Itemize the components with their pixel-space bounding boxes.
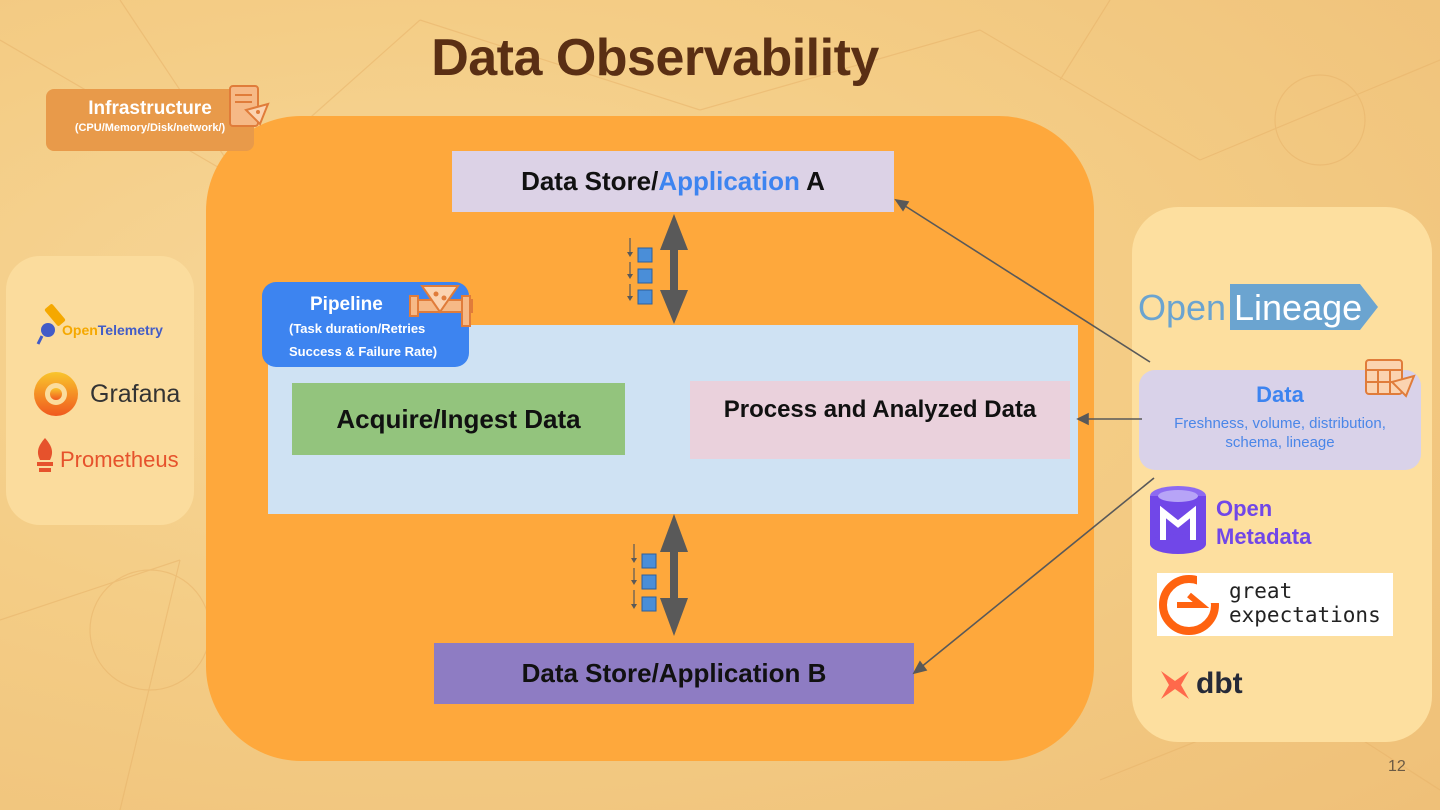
store-a-prefix: Data Store/ — [521, 166, 659, 196]
grafana-icon — [34, 372, 78, 416]
prometheus-icon — [37, 438, 53, 472]
page-number: 12 — [1388, 758, 1406, 775]
store-a-suffix: A — [799, 166, 825, 196]
openlineage-open: Open — [1138, 287, 1227, 328]
openlineage-banner — [1230, 284, 1378, 330]
openmetadata-line2: Metadata — [1216, 524, 1312, 549]
dbt-logo: dbt — [1196, 667, 1243, 700]
great-expectations-icon — [1159, 575, 1219, 635]
great-expectations-logo: great expectations — [1157, 573, 1393, 636]
data-packets-top — [627, 238, 653, 305]
page-title: Data Observability — [431, 29, 879, 87]
openlineage-lineage: Lineage — [1234, 287, 1363, 328]
openmetadata-line1: Open — [1216, 496, 1273, 521]
opentelemetry-rest: Telemetry — [97, 322, 163, 338]
table-icon — [1365, 359, 1416, 398]
data-metrics-line2: schema, lineage — [1225, 434, 1335, 451]
dbt-icon — [1161, 671, 1189, 699]
openmetadata-icon — [1150, 486, 1206, 554]
grafana-logo: Grafana — [90, 380, 181, 408]
prometheus-logo: Prometheus — [60, 447, 179, 472]
flow-arrow-bottom — [631, 514, 688, 636]
pipeline-metric-line2: Success & Failure Rate) — [289, 344, 438, 359]
pipe-icon — [409, 285, 473, 327]
great-expectations-line2: expectations — [1229, 603, 1381, 627]
opentelemetry-open: Open — [62, 322, 98, 338]
store-a-highlight: Application — [658, 166, 800, 196]
openmetadata-logo: Open Metadata — [1216, 495, 1311, 551]
data-label: Data — [1256, 382, 1304, 407]
infrastructure-sublabel: (CPU/Memory/Disk/network/) — [74, 122, 226, 134]
infrastructure-badge: Infrastructure (CPU/Memory/Disk/network/… — [46, 89, 254, 151]
opentelemetry-logo: OpenTelemetry — [62, 322, 163, 338]
pipeline-metric-line1: (Task duration/Retries — [289, 321, 426, 336]
opentelemetry-icon — [36, 304, 66, 345]
great-expectations-line1: great — [1229, 579, 1293, 603]
data-store-application-b: Data Store/Application B — [434, 643, 914, 704]
pipeline-label: Pipeline — [310, 294, 383, 315]
flow-arrow-top — [627, 214, 688, 324]
process-label: Process and Analyzed Data — [723, 396, 1037, 423]
data-metrics-line1: Freshness, volume, distribution, — [1174, 415, 1386, 432]
acquire-ingest-data-box: Acquire/Ingest Data — [292, 383, 625, 455]
server-icon — [229, 85, 270, 127]
data-store-application-a: Data Store/Application A — [452, 151, 894, 212]
infrastructure-label: Infrastructure — [88, 98, 212, 119]
process-analyzed-data-box: Process and Analyzed Data — [690, 381, 1070, 459]
